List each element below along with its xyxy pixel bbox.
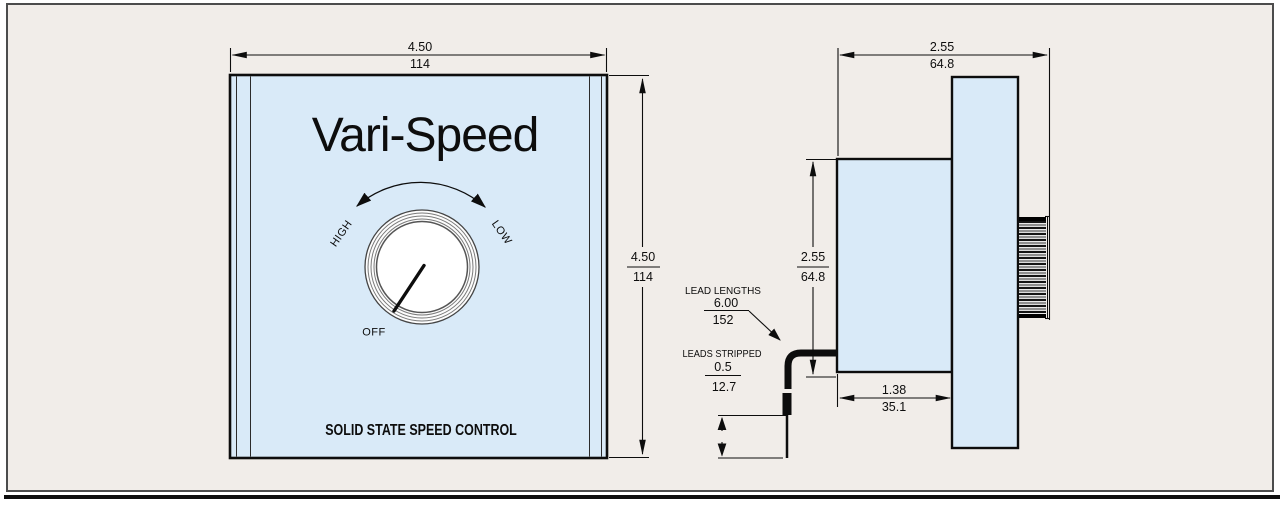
side-knob-knurl [1019,217,1046,318]
front-height-mm: 114 [633,269,653,284]
front-width-mm: 114 [410,56,430,71]
body-depth-inches: 1.38 [881,382,907,397]
side-height-inches: 2.55 [800,249,826,264]
body-depth-dimension [836,374,952,407]
side-depth-mm: 64.8 [929,56,955,71]
lead-stripped-label: LEADS STRIPPED [682,347,762,360]
knob-pointer [392,263,426,313]
dial-off-label: OFF [362,326,386,339]
side-faceplate [950,75,1020,450]
lead-stripped-inches: 0.5 [714,359,732,374]
front-width-dimension [229,48,608,72]
side-height-dimension [797,158,836,378]
lead-wire [782,349,836,458]
lead-length-mm: 152 [712,312,734,327]
sheet-bottom-edge [4,495,1280,499]
side-height-mm: 64.8 [800,269,826,284]
device-title: Vari-Speed [311,109,540,162]
lead-length-label: LEAD LENGTHS [685,284,761,297]
lead-length-inches: 6.00 [713,295,739,310]
front-height-dimension [609,74,660,459]
lead-length-leader [704,309,781,341]
front-height-inches: 4.50 [630,249,656,264]
body-depth-mm: 35.1 [881,399,907,414]
rotation-arc-arrow [356,181,486,208]
side-body [835,157,954,374]
lead-stripped-mm: 12.7 [711,379,737,394]
leads-stripped-dimension [705,374,786,459]
side-depth-dimension [837,48,1051,320]
device-caption: SOLID STATE SPEED CONTROL [325,422,517,439]
front-width-inches: 4.50 [407,39,433,54]
side-depth-inches: 2.55 [929,39,955,54]
faceplate-edge-lines [236,76,602,457]
front-knob [364,209,480,325]
